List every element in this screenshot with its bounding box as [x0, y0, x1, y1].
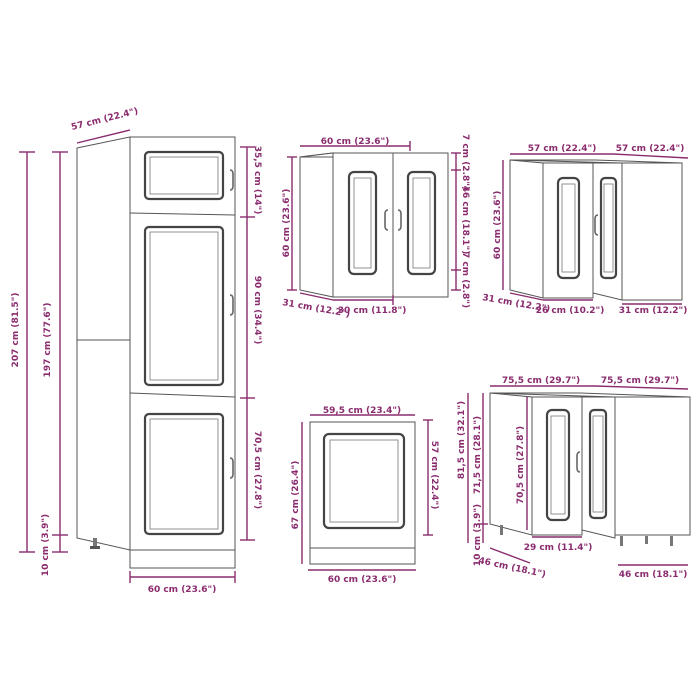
oven-bottom-width-label: 60 cm (23.6") [328, 575, 397, 585]
oven-opening-height-label: 57 cm (22.4") [429, 441, 439, 510]
oven-top-width-label: 59,5 cm (23.4") [323, 406, 401, 416]
corner-base-cabinet: 75,5 cm (29.7") 75,5 cm (29.7") 81,5 cm … [457, 376, 691, 580]
tall-total-height-label: 207 cm (81.5") [11, 293, 21, 368]
handle-icon [229, 169, 234, 191]
wall-top-gap-label: 7 cm (2.8") [460, 134, 470, 190]
corner-wall-width-right-label: 57 cm (22.4") [616, 144, 685, 154]
corner-wall-door-width-label: 26 cm (10.2") [536, 306, 605, 316]
wall-door-width-label: 30 cm (11.8") [338, 306, 407, 316]
oven-height-label: 67 cm (26.4") [291, 461, 301, 530]
tall-top-door-label: 35,5 cm (14") [252, 146, 262, 215]
tall-leg-height-label: 10 cm (3.9") [41, 514, 51, 576]
corner-base-depth-left-label: 46 cm (18.1") [477, 556, 546, 580]
wall-bottom-gap-label: 7 cm (2.8") [460, 252, 470, 308]
tall-body-height-label: 197 cm (77.6") [43, 303, 53, 378]
corner-base-body-height-label: 71,5 cm (28.1") [473, 416, 483, 494]
wall-door-height-label: 46 cm (18.1") [460, 186, 470, 255]
tall-middle-door-label: 90 cm (34.4") [252, 276, 262, 345]
tall-depth-label: 57 cm (22.4") [70, 107, 139, 133]
wall-cabinet: 60 cm (23.6") 60 cm (23.6") 31 cm (12.2"… [281, 134, 470, 320]
corner-base-door-width-label: 29 cm (11.4") [524, 543, 593, 553]
tall-cabinet: 57 cm (22.4") 207 cm (81.5") 197 cm (77.… [11, 107, 262, 595]
corner-base-width-left-label: 75,5 cm (29.7") [502, 376, 580, 386]
wall-height-label: 60 cm (23.6") [282, 189, 292, 258]
corner-base-door-height-label: 70,5 cm (27.8") [516, 426, 526, 504]
wall-width-label: 60 cm (23.6") [321, 137, 390, 147]
corner-base-leg-height-label: 10 cm (3.9") [473, 504, 483, 566]
corner-wall-height-label: 60 cm (23.6") [493, 191, 503, 260]
corner-base-width-right-label: 75,5 cm (29.7") [601, 376, 679, 386]
corner-base-total-height-label: 81,5 cm (32.1") [457, 401, 467, 479]
corner-wall-width-left-label: 57 cm (22.4") [528, 144, 597, 154]
tall-width-label: 60 cm (23.6") [148, 585, 217, 595]
tall-bottom-door-label: 70,5 cm (27.8") [252, 431, 262, 509]
oven-front-panel: 59,5 cm (23.4") 67 cm (26.4") 57 cm (22.… [291, 406, 439, 585]
corner-wall-depth-right-label: 31 cm (12.2") [619, 306, 688, 316]
corner-base-depth-right-label: 46 cm (18.1") [619, 570, 688, 580]
corner-wall-cabinet: 57 cm (22.4") 57 cm (22.4") 60 cm (23.6"… [481, 144, 689, 316]
